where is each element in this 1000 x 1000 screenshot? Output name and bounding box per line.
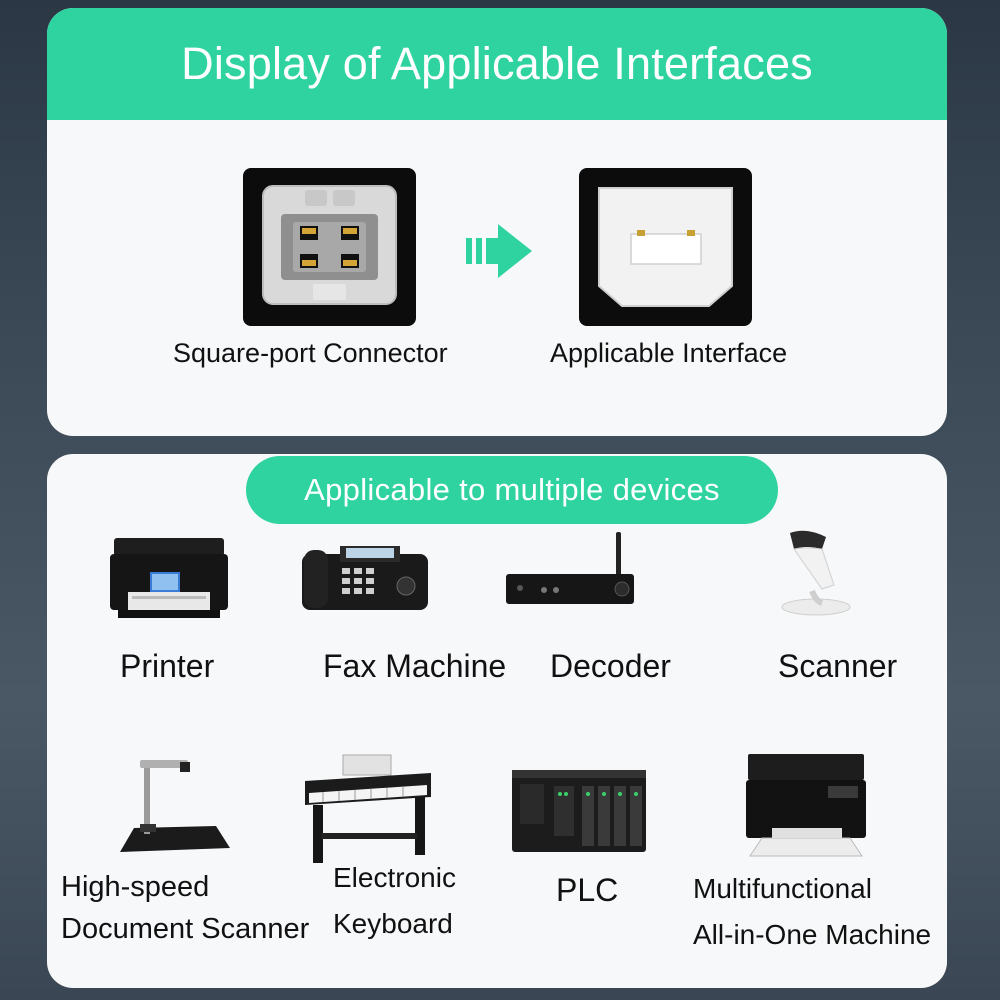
device-label-keyboard-line2: Keyboard xyxy=(333,908,453,939)
usb-b-connector-icon xyxy=(262,185,397,305)
device-label-printer: Printer xyxy=(120,648,215,684)
multifunction-printer-icon xyxy=(746,754,866,857)
square-port-connector-image xyxy=(243,168,416,326)
devices-pill-text: Applicable to multiple devices xyxy=(304,472,720,507)
device-label-document-scanner-line2: Document Scanner xyxy=(61,913,310,945)
decoder-icon xyxy=(506,532,634,604)
device-label-document-scanner-line1: High-speed xyxy=(61,871,210,903)
device-label-plc: PLC xyxy=(556,872,619,908)
applicable-interface-image xyxy=(579,168,752,326)
device-label-scanner: Scanner xyxy=(778,648,898,684)
printer-icon xyxy=(110,538,228,618)
device-label-fax-machine: Fax Machine xyxy=(323,648,507,684)
applicable-interface-label: Applicable Interface xyxy=(550,338,788,368)
interface-display-header: Display of Applicable Interfaces xyxy=(47,8,947,120)
devices-pill: Applicable to multiple devices xyxy=(246,456,778,524)
interface-display-title: Display of Applicable Interfaces xyxy=(181,38,813,89)
scanner-icon xyxy=(781,530,851,616)
arrow-right-icon xyxy=(466,224,532,278)
usb-b-port-icon xyxy=(598,187,733,307)
electronic-keyboard-icon xyxy=(305,754,431,863)
document-scanner-icon xyxy=(120,760,230,852)
fax-machine-icon xyxy=(302,546,428,610)
device-label-keyboard-line1: Electronic xyxy=(333,862,456,893)
device-label-decoder: Decoder xyxy=(550,648,671,684)
interface-display-card: Display of Applicable Interfaces xyxy=(47,8,947,436)
device-label-multifunctional-line1: Multifunctional xyxy=(693,873,872,904)
device-label-multifunctional-line2: All-in-One Machine xyxy=(693,919,932,950)
plc-icon xyxy=(512,770,646,852)
square-port-connector-label: Square-port Connector xyxy=(173,338,448,368)
